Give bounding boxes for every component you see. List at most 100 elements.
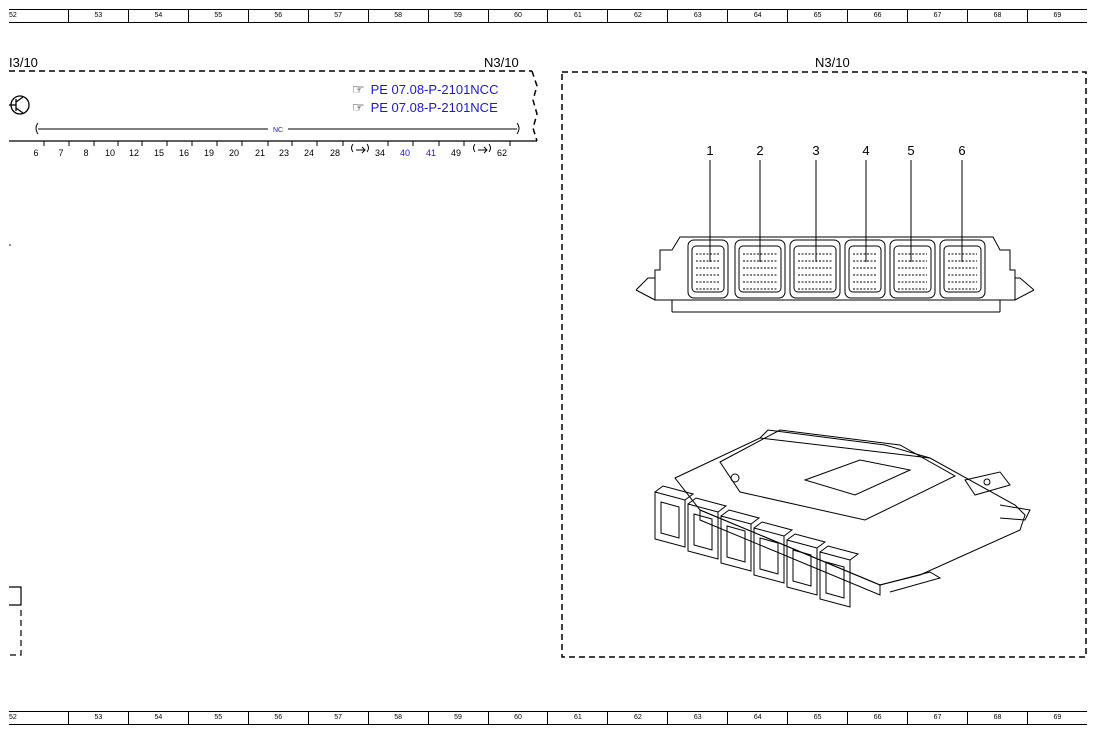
reference-text: PE 07.08-P-2101NCE bbox=[370, 100, 498, 115]
right-component-label: N3/10 bbox=[815, 55, 850, 70]
connector-face bbox=[691, 245, 725, 293]
ruler-cell: 58 bbox=[367, 10, 428, 22]
connector-number: 6 bbox=[958, 143, 965, 158]
ruler-cell: 52 bbox=[9, 12, 17, 19]
left-fragment-outline bbox=[9, 586, 22, 656]
connector-number: 2 bbox=[756, 143, 763, 158]
iso-connector-face bbox=[792, 549, 812, 587]
connector-number: 3 bbox=[812, 143, 819, 158]
iso-connector-top bbox=[687, 497, 728, 513]
connector-housing bbox=[789, 239, 841, 299]
connector-face bbox=[848, 245, 882, 293]
pin-number: 16 bbox=[179, 148, 189, 158]
ruler-cell: 60 bbox=[487, 712, 548, 724]
iso-connector-face bbox=[759, 537, 779, 575]
pin-number: 23 bbox=[279, 148, 289, 158]
ruler-cell: 62 bbox=[607, 10, 667, 22]
ruler-cell: 62 bbox=[607, 712, 667, 724]
ruler-cell: 55 bbox=[187, 712, 248, 724]
connector-housing bbox=[844, 239, 886, 299]
ruler-cell: 67 bbox=[907, 10, 967, 22]
ruler-cell: 58 bbox=[367, 712, 428, 724]
ruler-cell: 63 bbox=[667, 712, 727, 724]
right-panel-border bbox=[561, 71, 1087, 658]
connector-number: 1 bbox=[706, 143, 713, 158]
ruler-cell: 52 bbox=[9, 714, 17, 721]
ruler-cell: 67 bbox=[907, 712, 967, 724]
break-symbol-icon bbox=[351, 143, 369, 154]
ruler-cell: 55 bbox=[187, 10, 248, 22]
transistor-icon bbox=[9, 95, 30, 115]
nc-bus-line bbox=[35, 122, 520, 135]
pin-number: 41 bbox=[426, 148, 436, 158]
iso-connector bbox=[786, 539, 818, 596]
iso-connector-top bbox=[786, 533, 827, 549]
ruler-cell: 57 bbox=[307, 10, 368, 22]
left-panel-component-label: N3/10 bbox=[484, 55, 519, 70]
connector-housing bbox=[687, 239, 729, 299]
connector-face bbox=[738, 245, 782, 293]
ruler-cell: 57 bbox=[307, 712, 368, 724]
ruler-cell: 61 bbox=[547, 712, 607, 724]
ruler-cell: 64 bbox=[727, 10, 787, 22]
connector-face bbox=[893, 245, 932, 293]
break-symbol-icon bbox=[473, 143, 491, 154]
connector-face bbox=[943, 245, 982, 293]
connector-face bbox=[793, 245, 837, 293]
ruler-cell: 68 bbox=[967, 712, 1027, 724]
connector-housing bbox=[939, 239, 986, 299]
iso-connector-top bbox=[753, 521, 794, 537]
reference-text: PE 07.08-P-2101NCC bbox=[370, 82, 499, 97]
pin-number: 7 bbox=[58, 148, 63, 158]
pin-number: 12 bbox=[129, 148, 139, 158]
pin-number: 40 bbox=[400, 148, 410, 158]
ruler-cell: 59 bbox=[427, 712, 488, 724]
iso-connector-top bbox=[720, 509, 761, 525]
ruler-cell: 60 bbox=[487, 10, 548, 22]
pointing-hand-icon: ☞ bbox=[352, 99, 365, 115]
ruler-cell: 56 bbox=[247, 10, 308, 22]
iso-connector-face bbox=[825, 561, 845, 599]
pin-number: 10 bbox=[105, 148, 115, 158]
ruler-cell: 68 bbox=[967, 10, 1027, 22]
pin-number: 24 bbox=[304, 148, 314, 158]
pin-number: 8 bbox=[83, 148, 88, 158]
reference-link-nce[interactable]: ☞ PE 07.08-P-2101NCE bbox=[352, 99, 498, 116]
ruler-cell: 54 bbox=[127, 712, 188, 724]
connector-number: 5 bbox=[907, 143, 914, 158]
pin-number: 6 bbox=[33, 148, 38, 158]
ruler-cell: 56 bbox=[247, 712, 308, 724]
pointing-hand-icon: ☞ bbox=[352, 81, 365, 97]
pin-number: 21 bbox=[255, 148, 265, 158]
pin-number: 15 bbox=[154, 148, 164, 158]
ruler-cell: 59 bbox=[427, 10, 488, 22]
iso-connector-face bbox=[726, 525, 746, 563]
ruler-cell: 69 bbox=[1026, 712, 1087, 724]
iso-connector bbox=[654, 491, 686, 548]
iso-connector-face bbox=[660, 501, 680, 539]
ruler-cell: 61 bbox=[547, 10, 607, 22]
pin-number: 19 bbox=[204, 148, 214, 158]
iso-connector-top bbox=[654, 485, 695, 501]
ruler-cell: 65 bbox=[787, 712, 847, 724]
ruler-cell: 54 bbox=[127, 10, 188, 22]
connector-housing bbox=[889, 239, 936, 299]
iso-connector bbox=[819, 551, 851, 608]
connector-housing bbox=[734, 239, 786, 299]
left-panel-border bbox=[9, 70, 538, 142]
pin-number: 49 bbox=[451, 148, 461, 158]
ruler-cell: 69 bbox=[1026, 10, 1087, 22]
stray-dot bbox=[9, 244, 11, 246]
iso-connector bbox=[687, 503, 719, 560]
ruler-cell: 66 bbox=[847, 10, 907, 22]
pin-number: 28 bbox=[330, 148, 340, 158]
control-unit-front-view bbox=[635, 236, 1035, 313]
iso-connector-face bbox=[693, 513, 713, 551]
reference-link-ncc[interactable]: ☞ PE 07.08-P-2101NCC bbox=[352, 81, 498, 98]
iso-connector bbox=[753, 527, 785, 584]
control-unit-isometric-view bbox=[654, 429, 1031, 608]
pin-number: 62 bbox=[497, 148, 507, 158]
